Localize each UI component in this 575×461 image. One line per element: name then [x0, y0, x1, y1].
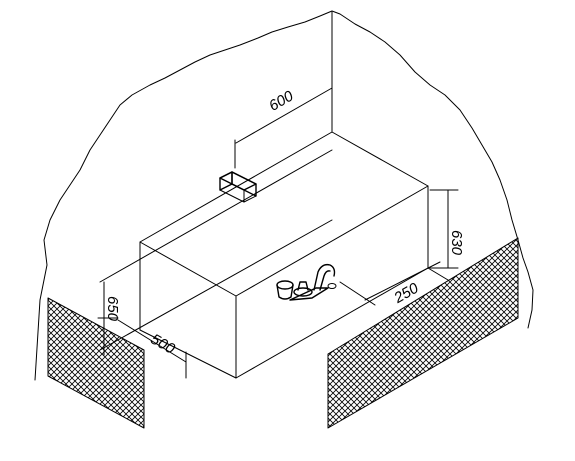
faucet-icon [276, 263, 337, 301]
tub-bottom-right [235, 267, 429, 379]
dimension-height: 630 [429, 189, 465, 269]
spout-icon [219, 171, 257, 203]
bathtub [139, 131, 429, 379]
floor-line-left [99, 149, 333, 283]
dimension-left-height-label: 650 [104, 296, 121, 322]
tub-bottom-front [139, 329, 237, 379]
dimension-top: 600 [234, 87, 333, 169]
wall-outline [34, 10, 534, 381]
tub-top-face [139, 131, 429, 297]
left-access-panel [47, 297, 145, 429]
dimension-height-label: 630 [448, 230, 465, 256]
right-access-panel [327, 237, 519, 429]
floor-line-back [99, 219, 333, 351]
